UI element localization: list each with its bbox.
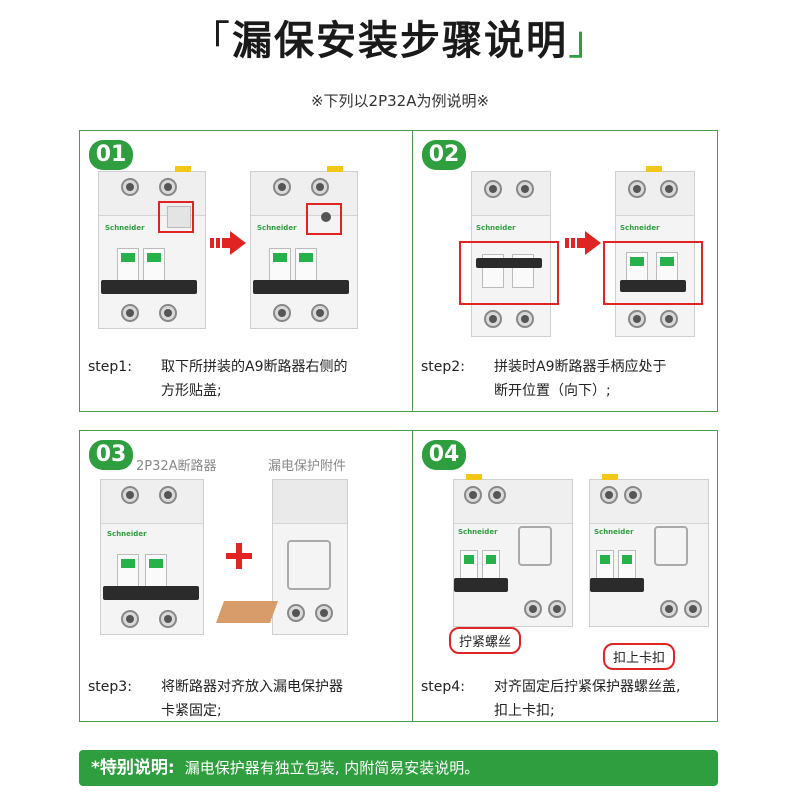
plus-icon: [226, 543, 252, 569]
tag-tighten-screw: 拧紧螺丝: [449, 627, 522, 654]
caption-accessory: 漏电保护附件: [268, 459, 347, 474]
title-text: 漏保安装步骤说明: [232, 18, 568, 64]
title-bracket-open: 「: [190, 18, 232, 64]
step-line: 卡紧固定;: [161, 703, 222, 719]
highlight-box: [603, 241, 703, 305]
step-label: step1:: [88, 359, 132, 375]
step-card-3: 03 2P32A断路器 漏电保护附件 Schneider step3: 将断路器…: [79, 430, 413, 722]
step-line: 将断路器对齐放入漏电保护器: [161, 679, 343, 695]
accessory-image: [272, 479, 348, 635]
step-line: 断开位置（向下）;: [494, 383, 611, 399]
tag-clip-on: 扣上卡扣: [603, 643, 676, 670]
note-key: *特别说明:: [91, 758, 175, 778]
step-card-2: 02 Schneider Schneider step2: 拼装时A9断路器手柄…: [412, 130, 718, 412]
step-line: 取下所拼装的A9断路器右侧的: [161, 359, 348, 375]
breaker-image: Schneider: [471, 171, 551, 337]
step-line: 对齐固定后拧紧保护器螺丝盖,: [494, 679, 681, 695]
highlight-box: [459, 241, 559, 305]
step-label: step4:: [421, 679, 465, 695]
title-bar: 「 漏保安装步骤说明 」: [0, 8, 800, 66]
step-number: 02: [422, 140, 466, 170]
step-label: step2:: [421, 359, 465, 375]
step-line: 方形贴盖;: [161, 383, 222, 399]
subtitle: ※下列以2P32A为例说明※: [310, 92, 490, 110]
arrow-right-icon: [210, 231, 246, 255]
special-note-bar: *特别说明: 漏电保护器有独立包装, 内附简易安装说明。: [79, 750, 718, 786]
step-text: step4: 对齐固定后拧紧保护器螺丝盖, 扣上卡扣;: [421, 675, 713, 725]
breaker-image: Schneider: [250, 166, 358, 329]
breaker-image: Schneider: [98, 166, 206, 329]
step-text: step1: 取下所拼装的A9断路器右侧的 方形贴盖;: [88, 355, 406, 405]
step-label: step3:: [88, 679, 132, 695]
step-card-4: 04 Schneider 拧紧螺丝 Schneider 扣上卡扣 step4: …: [412, 430, 718, 722]
highlight-box: [158, 201, 194, 233]
step-number: 04: [422, 440, 466, 470]
caption-breaker: 2P32A断路器: [136, 459, 217, 474]
breaker-image: Schneider: [100, 479, 204, 635]
title-bracket-close: 」: [568, 18, 610, 64]
breaker-image: Schneider: [615, 166, 695, 337]
step-card-1: 01 Schneider Schneider step1: 取下所: [79, 130, 413, 412]
terminal-strip: [215, 601, 279, 623]
step-number: 01: [89, 140, 133, 170]
arrow-right-icon: [565, 231, 601, 255]
assembled-image: Schneider: [589, 474, 709, 627]
note-text: 漏电保护器有独立包装, 内附简易安装说明。: [184, 759, 480, 777]
page-title: 「 漏保安装步骤说明 」: [190, 8, 610, 66]
highlight-box: [306, 203, 342, 235]
assembled-image: Schneider: [453, 474, 573, 627]
step-text: step2: 拼装时A9断路器手柄应处于 断开位置（向下）;: [421, 355, 713, 405]
step-text: step3: 将断路器对齐放入漏电保护器 卡紧固定;: [88, 675, 406, 725]
step-line: 拼装时A9断路器手柄应处于: [494, 359, 667, 375]
step-line: 扣上卡扣;: [494, 703, 555, 719]
step-number: 03: [89, 440, 133, 470]
